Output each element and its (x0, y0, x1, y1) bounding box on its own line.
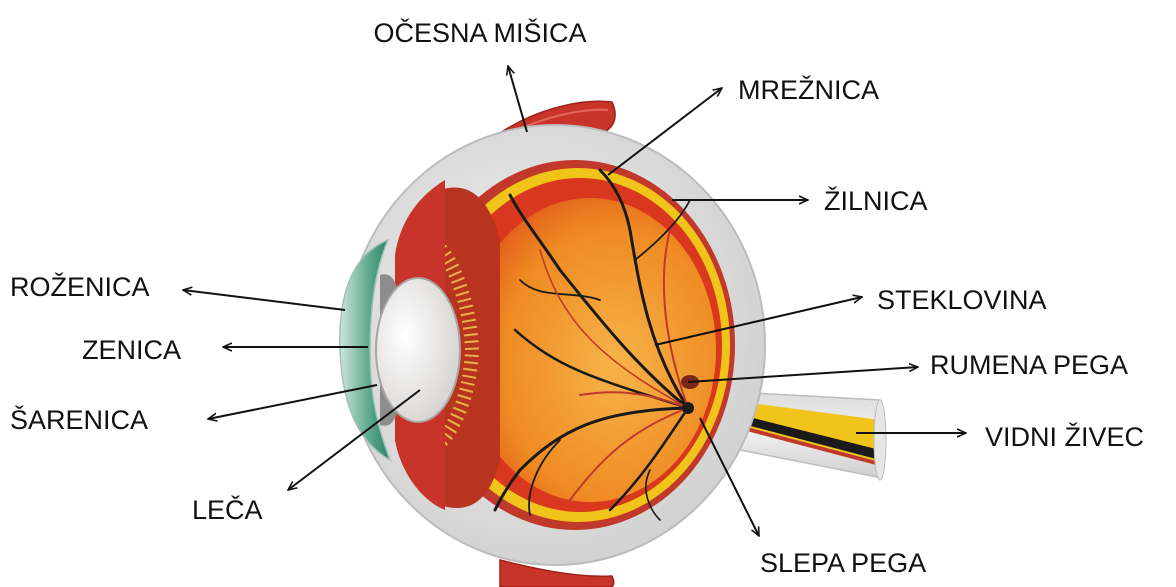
label-zenica: ZENICA (82, 335, 181, 365)
label-vidni-zivec: VIDNI ŽIVEC (985, 421, 1144, 452)
label-ocesna-misica: OČESNA MIŠICA (373, 17, 586, 48)
label-steklovina: STEKLOVINA (877, 285, 1047, 315)
lens (376, 278, 460, 422)
blind-spot (682, 402, 694, 414)
label-rozenica: ROŽENICA (10, 271, 150, 302)
label-slepa-pega: SLEPA PEGA (760, 548, 926, 578)
label-mreznica: MREŽNICA (738, 74, 879, 105)
label-sarenica: ŠARENICA (10, 404, 148, 435)
vitreous-body (464, 198, 716, 502)
label-leca: LEČA (192, 494, 263, 525)
label-zilnica: ŽILNICA (824, 185, 928, 216)
label-rumena-pega: RUMENA PEGA (930, 350, 1128, 380)
